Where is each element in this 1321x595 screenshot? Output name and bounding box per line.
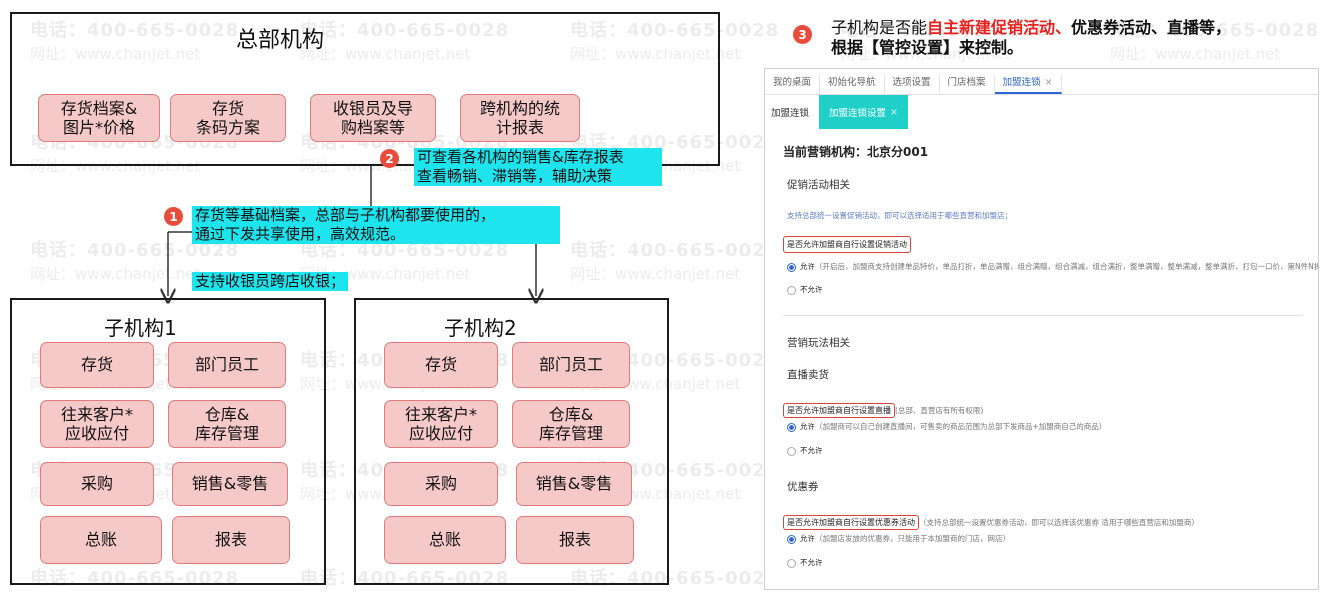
tab-franchise[interactable]: 加盟连锁× bbox=[994, 74, 1062, 94]
sub2-item-warehouse: 仓库& 库存管理 bbox=[512, 400, 630, 448]
hq-item-cashier-archive: 收银员及导 购档案等 bbox=[310, 94, 436, 142]
tab-options[interactable]: 选项设置 bbox=[885, 74, 940, 94]
header-text-red: 自主新建促销活动、 bbox=[927, 18, 1072, 37]
radio-icon[interactable] bbox=[787, 446, 796, 456]
section-marketing: 营销玩法相关 bbox=[787, 337, 850, 349]
live-deny-label: 不允许 bbox=[800, 446, 823, 455]
promo-deny-label: 不允许 bbox=[800, 285, 823, 294]
sub1-item-ledger: 总账 bbox=[40, 516, 162, 564]
subtab-label: 加盟连锁设置 bbox=[829, 108, 887, 119]
coupon-field-hint: （支持总部统一设置优惠券活动，即可以选择该优惠券 适用于哪些直营店和加盟商） bbox=[919, 518, 1199, 527]
coupon-field-label: 是否允许加盟商自行设置优惠券活动 bbox=[783, 515, 919, 530]
promo-deny-row[interactable]: 不允许 bbox=[787, 284, 823, 295]
live-field-row: 是否允许加盟商自行设置直播(总部、直营店有所有权限) bbox=[783, 398, 984, 418]
sub2-item-purchase: 采购 bbox=[384, 462, 498, 506]
live-field-hint: (总部、直营店有所有权限) bbox=[895, 406, 984, 415]
live-deny-row[interactable]: 不允许 bbox=[787, 445, 823, 456]
hq-item-inventory-archive: 存货档案& 图片*价格 bbox=[38, 94, 160, 142]
sub2-item-inventory: 存货 bbox=[384, 342, 498, 388]
radio-selected-icon[interactable] bbox=[787, 262, 796, 272]
tab-label: 门店档案 bbox=[947, 77, 986, 88]
live-allow-row[interactable]: 允许（加盟商可以自己创建直播间，可售卖的商品范围为总部下发商品+加盟商自己的商品… bbox=[787, 421, 1106, 432]
header-text-b: 优惠券活动、直播等， bbox=[1071, 18, 1232, 37]
badge-3: 3 bbox=[793, 25, 812, 44]
subtab-franchise-settings[interactable]: 加盟连锁设置× bbox=[819, 95, 908, 129]
promo-allow-row[interactable]: 允许（开启后，加盟商支持创建单品特价，单品打折，单品满赠，组合满赠，组合满减，组… bbox=[787, 261, 1319, 272]
radio-icon[interactable] bbox=[787, 285, 796, 295]
tab-store-archive[interactable]: 门店档案 bbox=[940, 74, 995, 94]
hq-item-barcode-scheme: 存货 条码方案 bbox=[170, 94, 286, 142]
sub2-item-customers: 往来客户* 应收应付 bbox=[384, 400, 498, 448]
sub1-item-report: 报表 bbox=[172, 516, 290, 564]
close-icon[interactable]: × bbox=[1044, 77, 1053, 88]
right-header-line2: 根据【管控设置】来控制。 bbox=[831, 38, 1024, 57]
coupon-deny-row[interactable]: 不允许 bbox=[787, 557, 823, 568]
header-text-a: 子机构是否能 bbox=[831, 18, 928, 37]
sub1-item-customers: 往来客户* 应收应付 bbox=[40, 400, 154, 448]
badge-1: 1 bbox=[164, 207, 183, 226]
sub1-item-dept-staff: 部门员工 bbox=[168, 342, 286, 388]
section-coupon: 优惠券 bbox=[787, 481, 819, 493]
tab-init-nav[interactable]: 初始化导航 bbox=[820, 74, 885, 94]
live-allow-label: 允许 bbox=[800, 422, 815, 431]
note-2: 可查看各机构的销售&库存报表 查看畅销、滞销等，辅助决策 bbox=[414, 148, 662, 186]
sub2-item-dept-staff: 部门员工 bbox=[512, 342, 630, 388]
panel-tabs: 我的桌面 初始化导航 选项设置 门店档案 加盟连锁× bbox=[765, 69, 1318, 95]
current-org: 当前营销机构：北京分001 bbox=[783, 145, 929, 159]
sub1-title: 子机构1 bbox=[104, 316, 177, 340]
sub2-item-report: 报表 bbox=[516, 516, 634, 564]
sub2-item-sales: 销售&零售 bbox=[516, 462, 632, 506]
radio-icon[interactable] bbox=[787, 558, 796, 568]
coupon-allow-row[interactable]: 允许（加盟店发放的优惠券，只能用于本加盟商的门店，网店） bbox=[787, 533, 1010, 544]
live-field-label: 是否允许加盟商自行设置直播 bbox=[783, 403, 895, 418]
close-icon[interactable]: × bbox=[890, 106, 898, 118]
tab-desktop[interactable]: 我的桌面 bbox=[765, 74, 821, 94]
promo-field-label: 是否允许加盟商自行设置促销活动 bbox=[783, 236, 911, 253]
sub1-item-sales: 销售&零售 bbox=[172, 462, 288, 506]
section-live: 直播卖货 bbox=[787, 369, 829, 381]
tab-label: 我的桌面 bbox=[773, 77, 812, 88]
sub1-item-inventory: 存货 bbox=[40, 342, 154, 388]
panel-subtabs: 加盟连锁 加盟连锁设置× bbox=[765, 95, 908, 129]
sub2-box bbox=[354, 298, 669, 585]
sub1-item-warehouse: 仓库& 库存管理 bbox=[168, 400, 286, 448]
tab-label: 初始化导航 bbox=[828, 77, 876, 88]
promo-hint: 支持总部统一设置促销活动，即可以选择适用于哪些直营和加盟店； bbox=[787, 211, 1012, 220]
coupon-field-row: 是否允许加盟商自行设置优惠券活动（支持总部统一设置优惠券活动，即可以选择该优惠券… bbox=[783, 510, 1199, 530]
subtab-franchise[interactable]: 加盟连锁 bbox=[771, 108, 810, 119]
section-promo: 促销活动相关 bbox=[787, 179, 850, 191]
divider bbox=[783, 315, 1303, 316]
coupon-allow-label: 允许 bbox=[800, 534, 815, 543]
promo-allow-label: 允许 bbox=[800, 262, 815, 271]
hq-box bbox=[10, 12, 720, 166]
tab-label: 选项设置 bbox=[892, 77, 931, 88]
settings-panel: 我的桌面 初始化导航 选项设置 门店档案 加盟连锁× 加盟连锁 加盟连锁设置× … bbox=[764, 68, 1319, 590]
promo-allow-desc: （开启后，加盟商支持创建单品特价，单品打折，单品满赠，组合满赠，组合满减，组合满… bbox=[815, 262, 1319, 271]
hq-title: 总部机构 bbox=[236, 28, 325, 53]
live-allow-desc: （加盟商可以自己创建直播间，可售卖的商品范围为总部下发商品+加盟商自己的商品） bbox=[815, 422, 1107, 431]
tab-label: 加盟连锁 bbox=[1002, 77, 1041, 88]
radio-selected-icon[interactable] bbox=[787, 534, 796, 544]
right-header-line1: 子机构是否能自主新建促销活动、优惠券活动、直播等， bbox=[831, 18, 1231, 39]
sub2-title: 子机构2 bbox=[444, 316, 517, 340]
sub2-item-ledger: 总账 bbox=[384, 516, 506, 564]
coupon-allow-desc: （加盟店发放的优惠券，只能用于本加盟商的门店，网店） bbox=[815, 534, 1010, 543]
note-1b: 支持收银员跨店收银； bbox=[192, 272, 349, 291]
sub1-item-purchase: 采购 bbox=[40, 462, 154, 506]
badge-2: 2 bbox=[380, 149, 399, 168]
note-1: 存货等基础档案，总部与子机构都要使用的， 通过下发共享使用，高效规范。 bbox=[192, 206, 560, 244]
hq-item-cross-report: 跨机构的统 计报表 bbox=[460, 94, 580, 142]
radio-selected-icon[interactable] bbox=[787, 422, 796, 432]
coupon-deny-label: 不允许 bbox=[800, 558, 823, 567]
